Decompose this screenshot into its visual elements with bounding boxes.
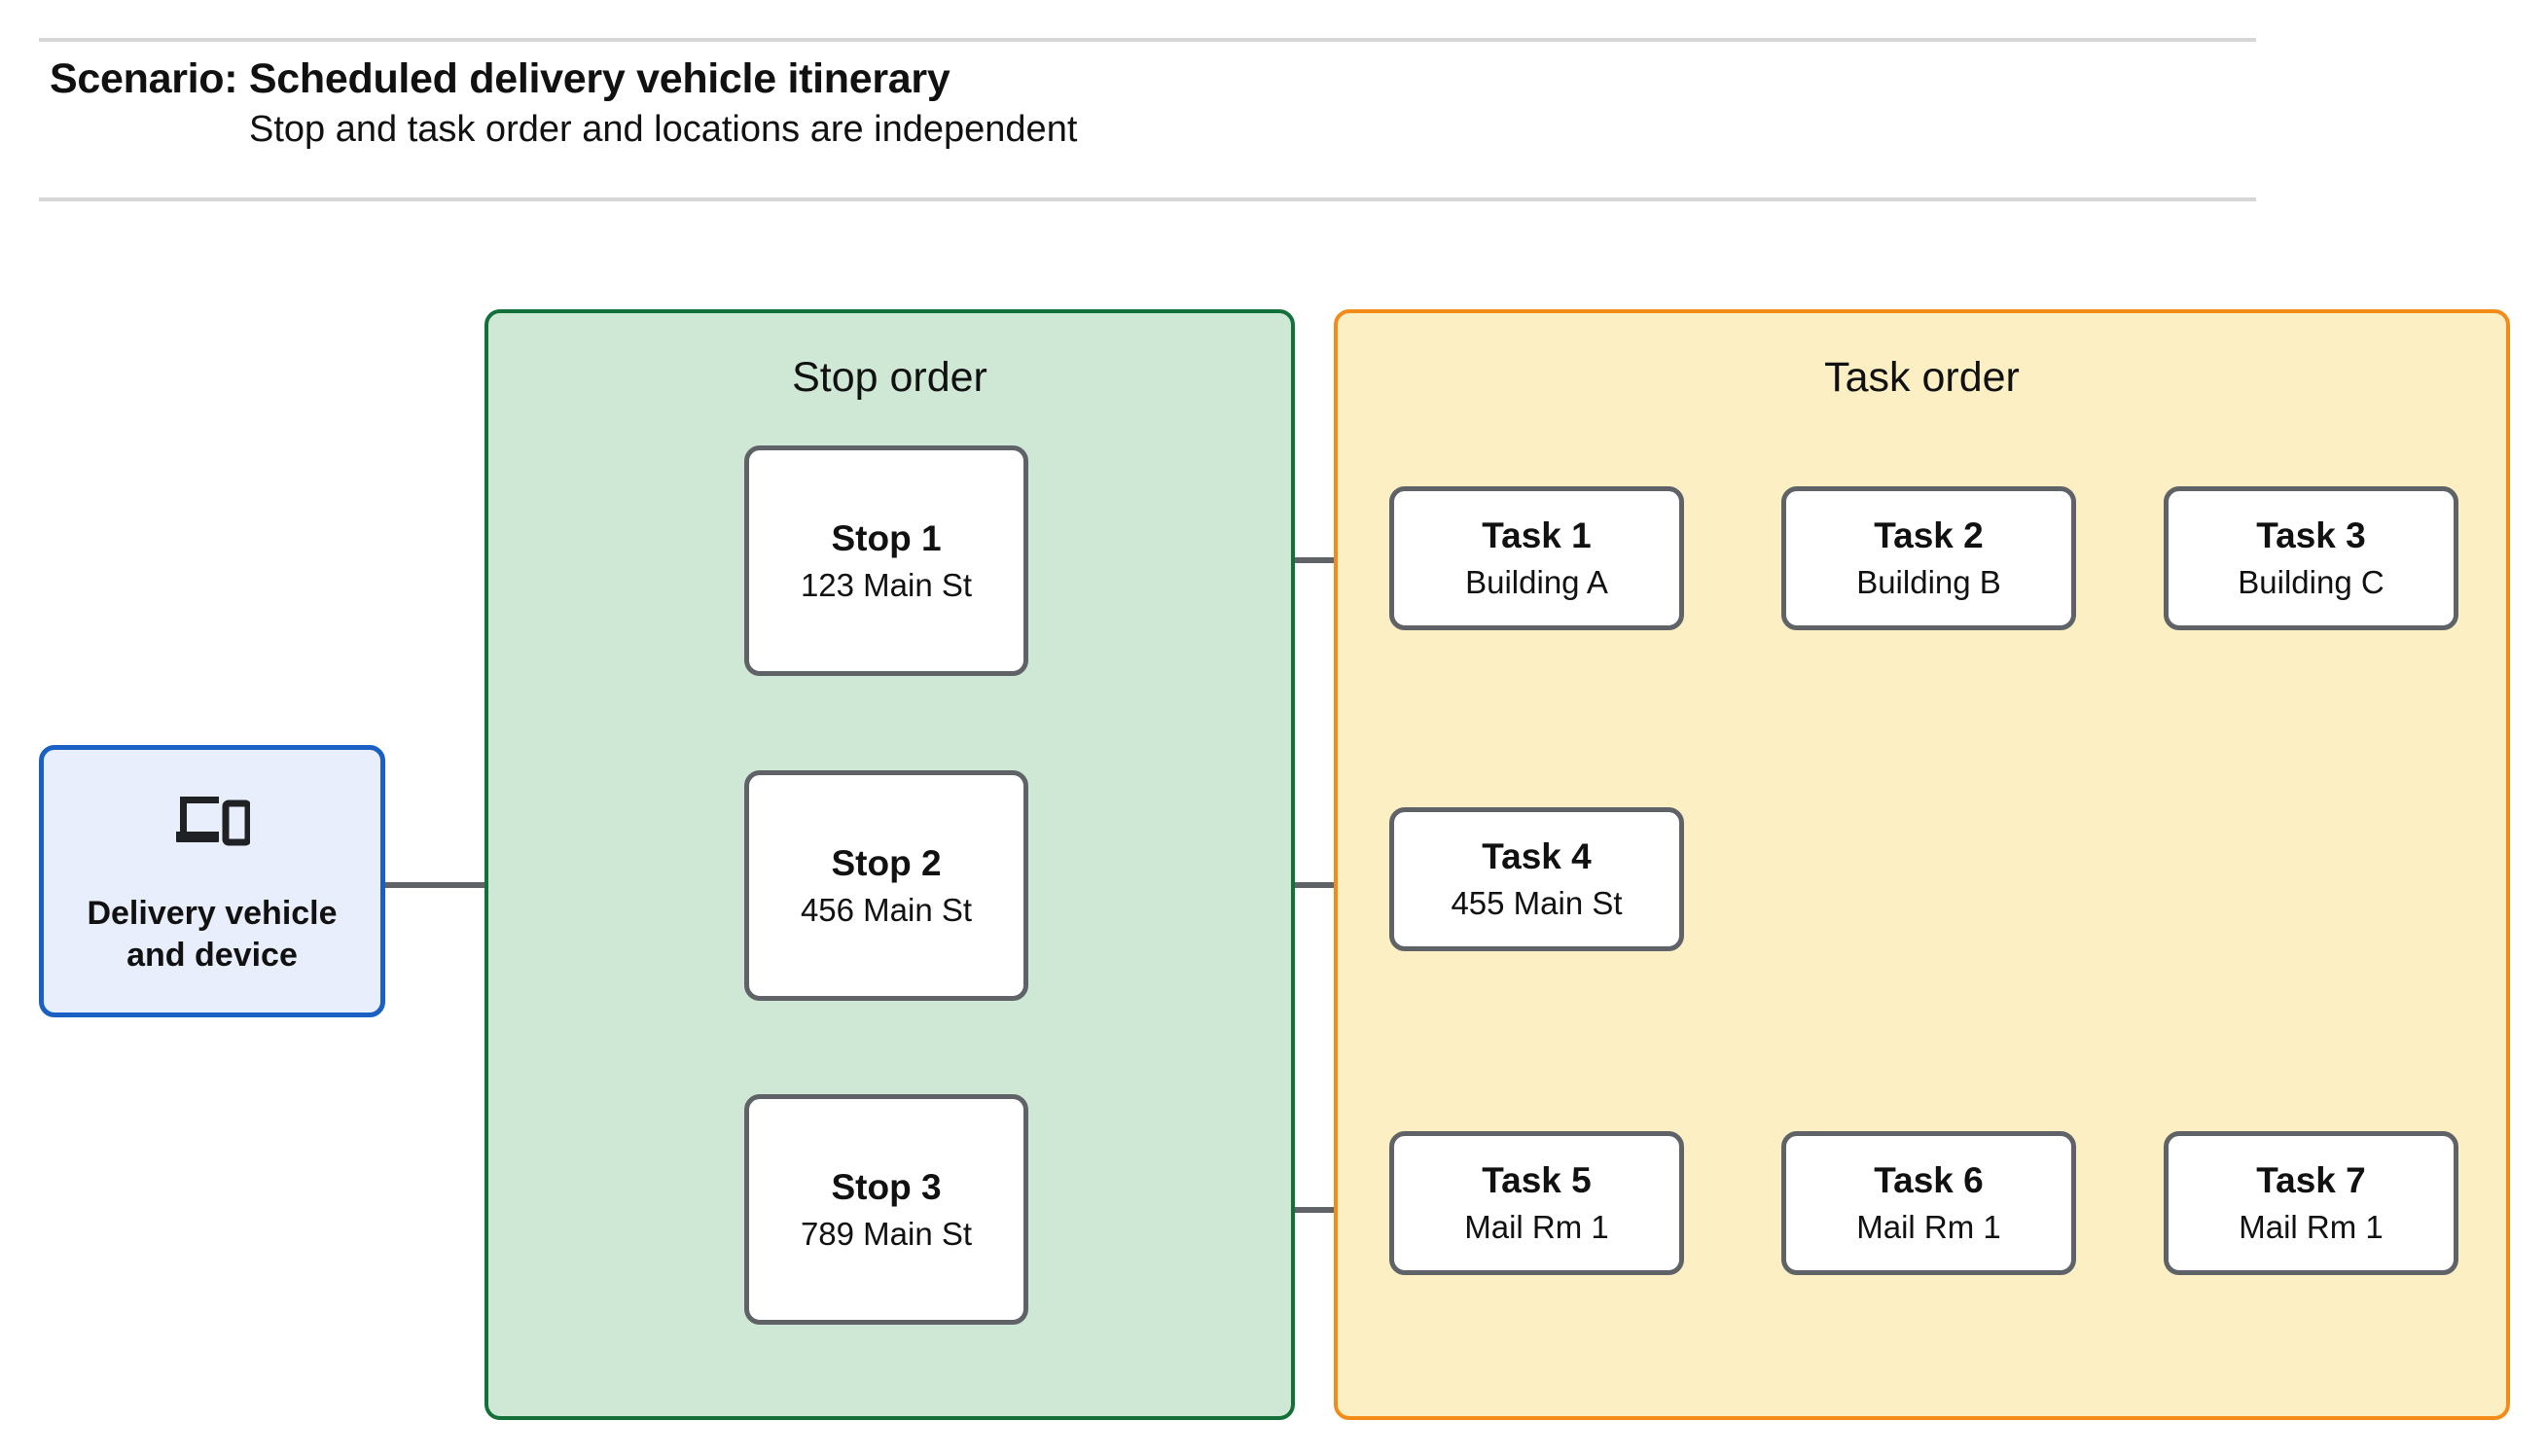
task-node-location: Mail Rm 1 (1856, 1209, 2001, 1246)
header-divider-bottom (39, 197, 2256, 201)
stop-node-address: 456 Main St (800, 891, 973, 928)
task-node-location: Mail Rm 1 (1464, 1209, 1609, 1246)
task-node-title: Task 3 (2256, 515, 2366, 556)
task-node-title: Task 2 (1874, 515, 1984, 556)
stop-node[interactable]: Stop 1 123 Main St (744, 445, 1028, 676)
task-node[interactable]: Task 4 455 Main St (1389, 807, 1684, 951)
task-order-panel-title: Task order (1824, 354, 2020, 401)
task-node[interactable]: Task 1 Building A (1389, 486, 1684, 630)
task-node-title: Task 4 (1482, 836, 1592, 877)
task-node-title: Task 7 (2256, 1160, 2366, 1201)
task-node-title: Task 5 (1482, 1160, 1592, 1201)
stop-node-address: 789 Main St (800, 1215, 973, 1252)
header-divider-top (39, 38, 2256, 42)
task-node[interactable]: Task 3 Building C (2164, 486, 2458, 630)
task-node-location: Building C (2238, 564, 2385, 601)
task-node[interactable]: Task 7 Mail Rm 1 (2164, 1131, 2458, 1275)
stop-node-title: Stop 2 (831, 842, 942, 883)
stop-node-title: Stop 3 (831, 1166, 942, 1207)
stop-node[interactable]: Stop 3 789 Main St (744, 1094, 1028, 1325)
stop-node-address: 123 Main St (800, 566, 973, 603)
task-node[interactable]: Task 6 Mail Rm 1 (1781, 1131, 2076, 1275)
task-node[interactable]: Task 2 Building B (1781, 486, 2076, 630)
task-node-location: 455 Main St (1451, 885, 1623, 922)
stop-node[interactable]: Stop 2 456 Main St (744, 770, 1028, 1001)
task-node-location: Mail Rm 1 (2239, 1209, 2384, 1246)
delivery-vehicle-device-node[interactable]: Delivery vehicle and device (39, 745, 385, 1017)
delivery-vehicle-device-label: Delivery vehicle and device (87, 895, 338, 974)
task-node-title: Task 6 (1874, 1160, 1984, 1201)
task-node[interactable]: Task 5 Mail Rm 1 (1389, 1131, 1684, 1275)
task-node-title: Task 1 (1482, 515, 1592, 556)
stop-node-title: Stop 1 (831, 517, 942, 558)
task-node-location: Building A (1465, 564, 1608, 601)
stop-order-panel-title: Stop order (792, 354, 987, 401)
devices-laptop-phone-icon (174, 793, 252, 854)
task-node-location: Building B (1856, 564, 2001, 601)
page-subtitle: Stop and task order and locations are in… (249, 109, 1078, 150)
page-title: Scenario: Scheduled delivery vehicle iti… (50, 55, 950, 102)
